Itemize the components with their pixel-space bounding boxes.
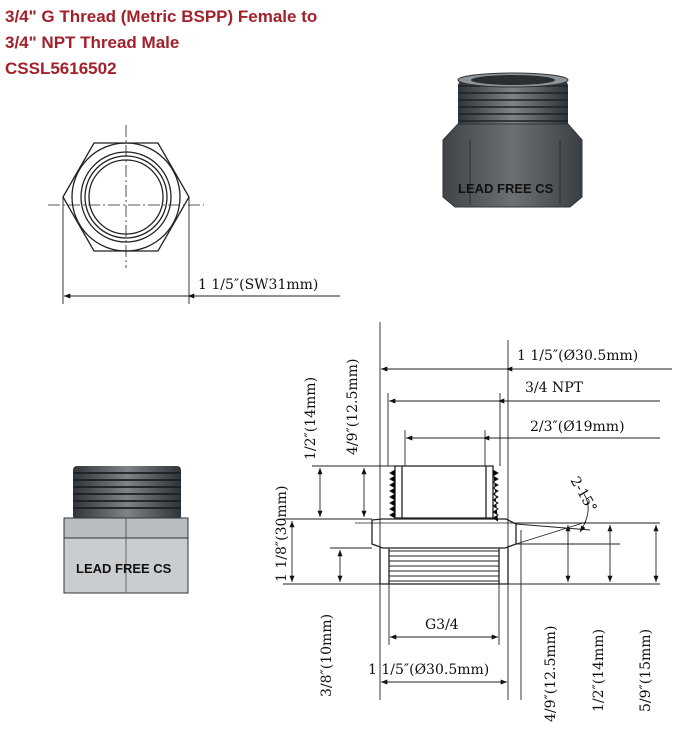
right-height-2-label: 1/2″(14mm) xyxy=(591,629,607,712)
hex-end-view xyxy=(48,125,204,268)
thread-teeth xyxy=(389,469,499,582)
hex-width-dimension xyxy=(62,197,340,304)
right-height-1-label: 4/9″(12.5mm) xyxy=(543,626,559,722)
total-height-label: 1 1/8″(30mm) xyxy=(274,486,290,582)
right-height-3-label: 5/9″(15mm) xyxy=(638,629,654,712)
title-line-3: CSSL5616502 xyxy=(5,59,117,78)
height-top-right-label: 4/9″(12.5mm) xyxy=(345,359,361,455)
product-photo-bottom: LEAD FREE CS xyxy=(63,466,189,594)
hex-width-label: 1 1/5″(SW31mm) xyxy=(198,277,318,293)
product-title: 3/4" G Thread (Metric BSPP) Female to 3/… xyxy=(5,4,317,82)
top-outer-dia-label: 1 1/5″(Ø30.5mm) xyxy=(517,348,638,364)
stamp-top: LEAD FREE CS xyxy=(458,181,554,196)
product-photo-top: LEAD FREE CS xyxy=(442,72,583,208)
npt-thread-label: 3/4 NPT xyxy=(525,380,584,396)
title-line-2: 3/4" NPT Thread Male xyxy=(5,33,180,52)
bottom-small-height-label: 3/8″(10mm) xyxy=(319,614,335,697)
title-line-1: 3/4" G Thread (Metric BSPP) Female to xyxy=(5,7,318,26)
stamp-bottom: LEAD FREE CS xyxy=(76,561,172,576)
angle-label: 2-15° xyxy=(567,474,600,515)
inner-dia-label: 2/3″(Ø19mm) xyxy=(530,419,625,435)
bottom-outer-dia-label: 1 1/5″(Ø30.5mm) xyxy=(368,662,489,678)
height-top-left-label: 1/2″(14mm) xyxy=(303,377,319,460)
g-thread-label: G3/4 xyxy=(425,617,459,633)
section-dimensions xyxy=(283,322,672,700)
